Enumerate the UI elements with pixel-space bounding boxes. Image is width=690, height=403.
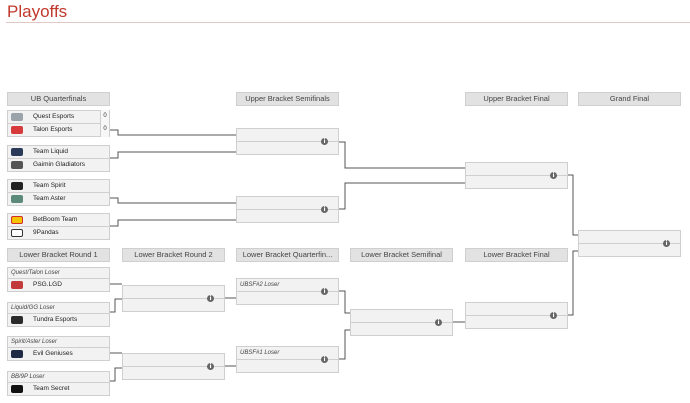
lb-sf-match[interactable] <box>350 309 453 336</box>
team-logo-icon <box>11 161 23 169</box>
team-slot[interactable]: Talon Esports 0 <box>7 123 110 137</box>
qualifier-label: UBSF#2 Loser <box>240 282 280 288</box>
qualifier-label: Quest/Talon Loser <box>7 267 110 278</box>
match-info-icon[interactable]: i <box>321 288 328 295</box>
qualifier-label: UBSF#1 Loser <box>240 350 280 356</box>
lb-r1-match-2[interactable]: Liquid/GG Loser Tundra Esports <box>7 302 110 327</box>
lb-final-match[interactable] <box>465 302 568 329</box>
lb-r1-match-3[interactable]: Spirit/Aster Loser Evil Geniuses <box>7 336 110 361</box>
team-slot[interactable]: Team Spirit <box>7 179 110 193</box>
match-info-icon[interactable]: i <box>207 295 214 302</box>
team-score: 0 <box>100 123 109 137</box>
team-slot[interactable]: PSG.LGD <box>7 278 110 292</box>
team-slot[interactable]: Gaimin Gladiators <box>7 158 110 172</box>
team-logo-icon <box>11 385 23 393</box>
qualifier-label: Spirit/Aster Loser <box>7 336 110 347</box>
team-slot[interactable]: Evil Geniuses <box>7 347 110 361</box>
team-logo-icon <box>11 148 23 156</box>
grand-final-match[interactable] <box>578 230 681 257</box>
team-name: Talon Esports <box>33 126 73 133</box>
team-logo-icon <box>11 316 23 324</box>
team-logo-icon <box>11 195 23 203</box>
team-logo-icon <box>11 229 23 237</box>
round-header-lb-semifinal: Lower Bracket Semifinal <box>350 248 453 262</box>
team-slot[interactable] <box>236 141 339 155</box>
title-divider <box>6 22 690 23</box>
ub-qf-match-1[interactable]: Quest Esports 0 Talon Esports 0 <box>7 110 110 137</box>
team-slot[interactable] <box>465 175 568 189</box>
team-slot[interactable]: 9Pandas <box>7 226 110 240</box>
ub-sf-match-1[interactable] <box>236 128 339 155</box>
team-name: Team Spirit <box>33 182 66 189</box>
team-name: Quest Esports <box>33 113 75 120</box>
ub-final-match[interactable] <box>465 162 568 189</box>
ub-sf-match-2[interactable] <box>236 196 339 223</box>
team-name: Gaimin Gladiators <box>33 161 86 168</box>
round-header-ub-semifinals: Upper Bracket Semifinals <box>236 92 339 106</box>
match-info-icon[interactable]: i <box>321 206 328 213</box>
match-info-icon[interactable]: i <box>207 363 214 370</box>
team-slot[interactable]: Team Aster <box>7 192 110 206</box>
team-logo-icon <box>11 126 23 134</box>
round-header-ub-final: Upper Bracket Final <box>465 92 568 106</box>
match-info-icon[interactable]: i <box>321 138 328 145</box>
qualifier-label: BB/9P Loser <box>7 371 110 382</box>
team-slot[interactable] <box>122 298 225 312</box>
lb-r2-match-2[interactable] <box>122 353 225 380</box>
lb-r2-match-1[interactable] <box>122 285 225 312</box>
team-name: Team Liquid <box>33 148 69 155</box>
match-info-icon[interactable]: i <box>663 240 670 247</box>
lb-qf-match-2[interactable]: UBSF#1 Loser <box>236 346 339 373</box>
round-header-lb-round2: Lower Bracket Round 2 <box>122 248 225 262</box>
team-slot[interactable]: Quest Esports 0 <box>7 110 110 124</box>
team-name: Tundra Esports <box>33 316 78 323</box>
team-name: Team Aster <box>33 195 66 202</box>
team-slot[interactable] <box>236 359 339 373</box>
ub-qf-match-2[interactable]: Team Liquid Gaimin Gladiators <box>7 145 110 172</box>
team-slot[interactable] <box>578 243 681 257</box>
team-slot[interactable]: Team Secret <box>7 382 110 396</box>
lb-r1-match-4[interactable]: BB/9P Loser Team Secret <box>7 371 110 396</box>
round-header-lb-quarterfinal: Lower Bracket Quarterfin... <box>236 248 339 262</box>
team-logo-icon <box>11 182 23 190</box>
match-info-icon[interactable]: i <box>550 172 557 179</box>
round-header-lb-round1: Lower Bracket Round 1 <box>7 248 110 262</box>
ub-qf-match-3[interactable]: Team Spirit Team Aster <box>7 179 110 206</box>
match-info-icon[interactable]: i <box>435 319 442 326</box>
lb-r1-match-1[interactable]: Quest/Talon Loser PSG.LGD <box>7 267 110 292</box>
team-name: BetBoom Team <box>33 216 78 223</box>
ub-qf-match-4[interactable]: BetBoom Team 9Pandas <box>7 213 110 240</box>
team-slot[interactable] <box>122 366 225 380</box>
team-slot[interactable] <box>465 315 568 329</box>
team-logo-icon <box>11 216 23 224</box>
team-logo-icon <box>11 281 23 289</box>
team-slot[interactable] <box>236 291 339 305</box>
match-info-icon[interactable]: i <box>550 312 557 319</box>
qualifier-label: Liquid/GG Loser <box>7 302 110 313</box>
team-slot[interactable] <box>236 209 339 223</box>
team-name: PSG.LGD <box>33 281 62 288</box>
team-logo-icon <box>11 350 23 358</box>
team-slot[interactable]: Team Liquid <box>7 145 110 159</box>
team-name: 9Pandas <box>33 229 59 236</box>
team-name: Evil Geniuses <box>33 350 73 357</box>
team-name: Team Secret <box>33 385 70 392</box>
page-title: Playoffs <box>7 2 68 21</box>
round-header-grand-final: Grand Final <box>578 92 681 106</box>
round-header-ub-quarterfinals: UB Quarterfinals <box>7 92 110 106</box>
team-logo-icon <box>11 113 23 121</box>
team-slot[interactable]: Tundra Esports <box>7 313 110 327</box>
team-score: 0 <box>100 110 109 124</box>
match-info-icon[interactable]: i <box>321 356 328 363</box>
team-slot[interactable]: BetBoom Team <box>7 213 110 227</box>
team-slot[interactable] <box>350 322 453 336</box>
lb-qf-match-1[interactable]: UBSF#2 Loser <box>236 278 339 305</box>
round-header-lb-final: Lower Bracket Final <box>465 248 568 262</box>
